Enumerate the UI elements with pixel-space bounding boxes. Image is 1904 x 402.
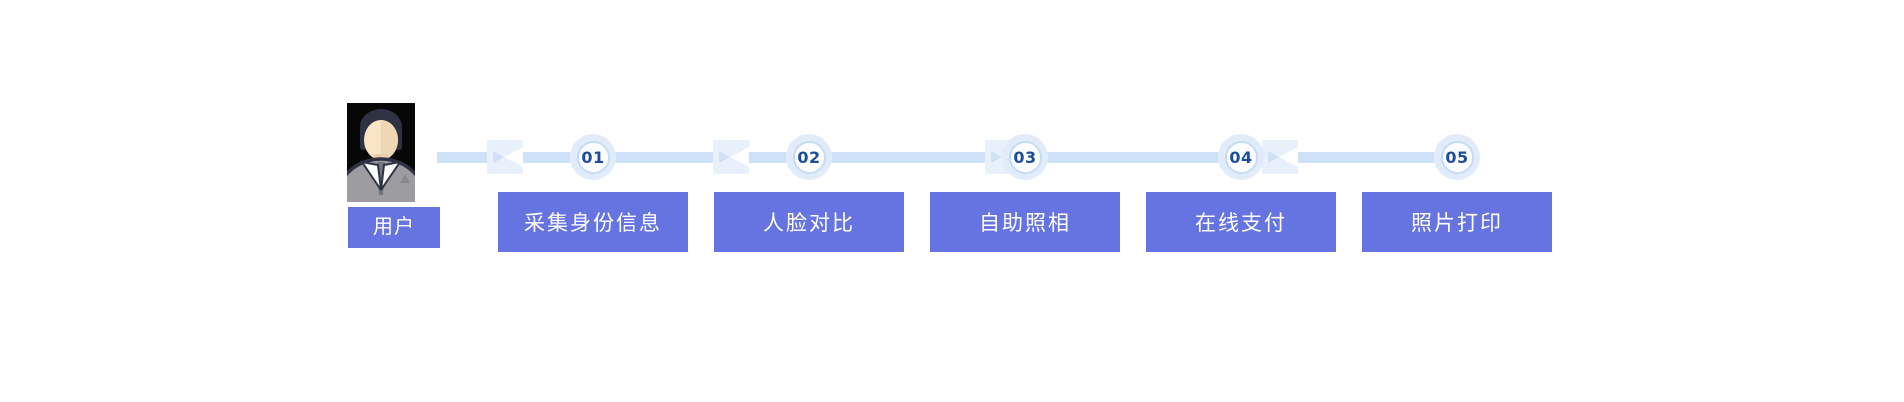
timeline-line: [437, 152, 1457, 163]
step-label-online-payment: 在线支付: [1146, 192, 1336, 252]
chevron-right-icon: [1262, 140, 1298, 174]
step-label-face-compare: 人脸对比: [714, 192, 904, 252]
step-label-photo-print: 照片打印: [1362, 192, 1552, 252]
step-node-2: 02: [786, 134, 832, 180]
step-label-self-photo: 自助照相: [930, 192, 1120, 252]
user-avatar: [334, 103, 428, 245]
step-node-1: 01: [570, 134, 616, 180]
step-number: 05: [1440, 140, 1474, 174]
step-number: 03: [1008, 140, 1042, 174]
step-node-3: 03: [1002, 134, 1048, 180]
actor-label: 用户: [348, 207, 440, 248]
person-icon: [334, 103, 428, 245]
chevron-right-icon: [487, 140, 523, 174]
step-node-5: 05: [1434, 134, 1480, 180]
step-number: 04: [1224, 140, 1258, 174]
step-number: 01: [576, 140, 610, 174]
step-node-4: 04: [1218, 134, 1264, 180]
chevron-right-icon: [713, 140, 749, 174]
step-number: 02: [792, 140, 826, 174]
step-label-collect-identity: 采集身份信息: [498, 192, 688, 252]
